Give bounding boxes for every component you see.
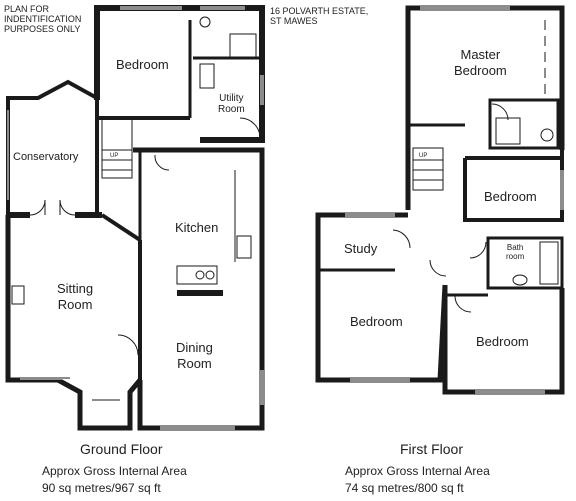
ff-area-label: Approx Gross Internal Area (345, 464, 490, 478)
ff-bathroom-label: Bath room (506, 243, 524, 261)
plan-disclaimer-line3: PURPOSES ONLY (4, 24, 81, 34)
address-line1: 16 POLVARTH ESTATE, (270, 6, 369, 16)
gf-sitting-line1: Sitting (57, 281, 94, 296)
ff-bedroom-right-label: Bedroom (484, 189, 537, 204)
ff-master-line2: Bedroom (454, 63, 507, 78)
gf-stair-up-label: UP (110, 153, 119, 159)
address-line2: ST MAWES (270, 16, 318, 26)
gf-top-wall-right (191, 5, 265, 45)
ff-area-value: 74 sq metres/800 sq ft (345, 481, 464, 495)
gf-utility-line1: Utility (219, 93, 244, 104)
gf-dining-line2: Room (177, 356, 212, 371)
gf-dining-line1: Dining (176, 340, 213, 355)
address-note: 16 POLVARTH ESTATE, ST MAWES (270, 6, 368, 26)
ff-bath-line1: Bath (506, 243, 524, 252)
gf-title: Ground Floor (80, 441, 163, 457)
gf-sitting-line2: Room (57, 297, 93, 312)
ff-bedroom-bottom-right-label: Bedroom (476, 334, 529, 349)
plan-disclaimer-line2: INDENTIFICATION (4, 14, 82, 24)
ff-master-line1: Master (460, 47, 501, 62)
ff-master-label: Master Bedroom (454, 47, 507, 79)
gf-sitting-walls (5, 215, 142, 431)
gf-utility-line2: Room (218, 104, 245, 115)
gf-sitting-label: Sitting Room (57, 281, 93, 313)
gf-kitchen-label: Kitchen (175, 220, 219, 235)
ff-study-label: Study (344, 241, 378, 256)
gf-dining-label: Dining Room (176, 340, 213, 372)
gf-area-value: 90 sq metres/967 sq ft (42, 481, 161, 495)
gf-conservatory-walls (6, 79, 99, 215)
plan-disclaimer-line1: PLAN FOR (4, 4, 50, 14)
ff-title: First Floor (400, 441, 463, 457)
ff-stair-up-label: UP (419, 153, 428, 159)
gf-area-label: Approx Gross Internal Area (42, 464, 187, 478)
ff-area: Approx Gross Internal Area 74 sq metres/… (345, 463, 490, 497)
gf-utility-label: Utility Room (218, 93, 245, 115)
ff-bath-line2: room (506, 252, 525, 261)
ff-bedroom-left-label: Bedroom (350, 314, 403, 329)
gf-bedroom-walls (94, 5, 191, 100)
gf-conservatory-label: Conservatory (13, 151, 79, 163)
gf-area: Approx Gross Internal Area 90 sq metres/… (42, 463, 187, 497)
gf-bedroom-label: Bedroom (116, 57, 169, 72)
plan-disclaimer: PLAN FOR INDENTIFICATION PURPOSES ONLY (4, 4, 81, 34)
